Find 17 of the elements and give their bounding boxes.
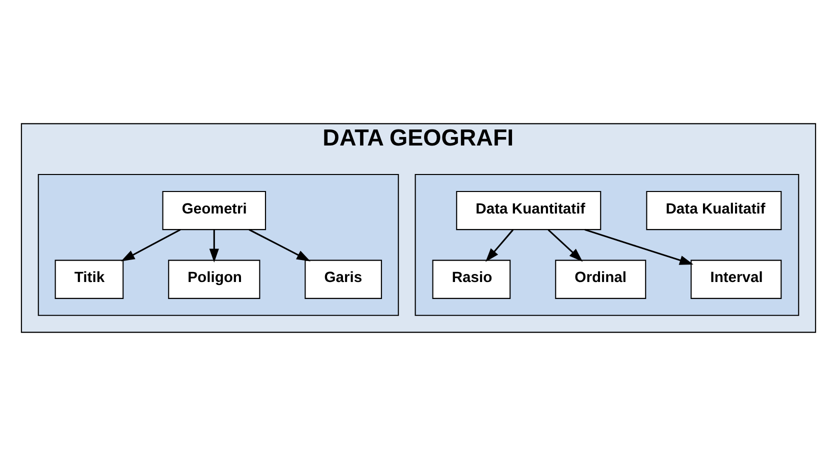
node-box: Rasio [432,260,511,299]
node-box: Ordinal [555,260,646,299]
arrow [548,229,583,262]
node-box: Data Kualitatif [646,190,782,230]
cluster [38,174,399,316]
arrow [248,228,310,262]
arrow [209,230,219,262]
arrow [120,228,181,262]
arrow [584,228,694,265]
node-box: Poligon [168,260,260,299]
node-box: Geometri [162,190,266,230]
node-box: Interval [690,260,782,299]
cluster [414,174,800,316]
node-box: Garis [304,260,382,299]
arrow [485,229,514,262]
node-box: Data Kuantitatif [456,190,602,230]
node-box: Titik [54,260,124,299]
